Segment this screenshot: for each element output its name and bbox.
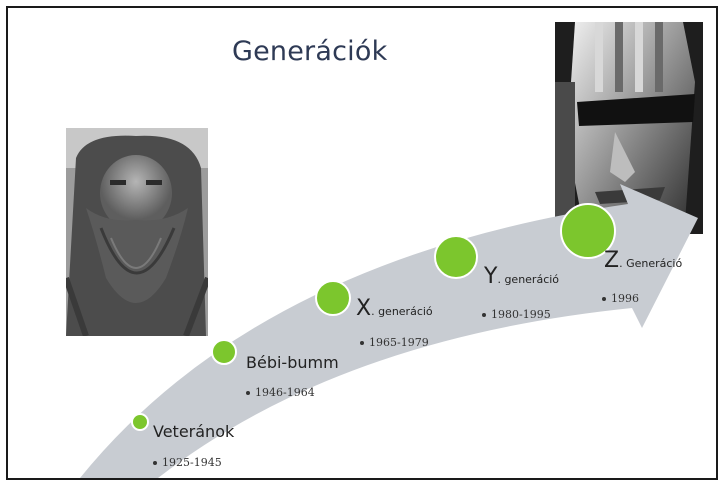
x-generacio-label: X. generáció — [356, 296, 433, 321]
veteranok-label: Veteránok — [153, 422, 234, 441]
timeline-arrow — [8, 8, 716, 478]
y-generacio-circle — [435, 236, 477, 278]
z-generacio-label: Z. Generáció — [604, 248, 682, 273]
z-generacio-years: 1996 — [602, 292, 639, 305]
y-generacio-label: Y. generáció — [484, 264, 559, 289]
bebi-bumm-label: Bébi-bumm — [246, 353, 339, 372]
veteranok-circle — [132, 414, 148, 430]
slide: Generációk — [6, 6, 718, 480]
bebi-bumm-circle — [212, 340, 236, 364]
x-generacio-circle — [316, 281, 350, 315]
y-generacio-years: 1980-1995 — [482, 308, 551, 321]
veteranok-years: 1925-1945 — [153, 456, 222, 469]
bebi-bumm-years: 1946-1964 — [246, 386, 315, 399]
x-generacio-years: 1965-1979 — [360, 336, 429, 349]
